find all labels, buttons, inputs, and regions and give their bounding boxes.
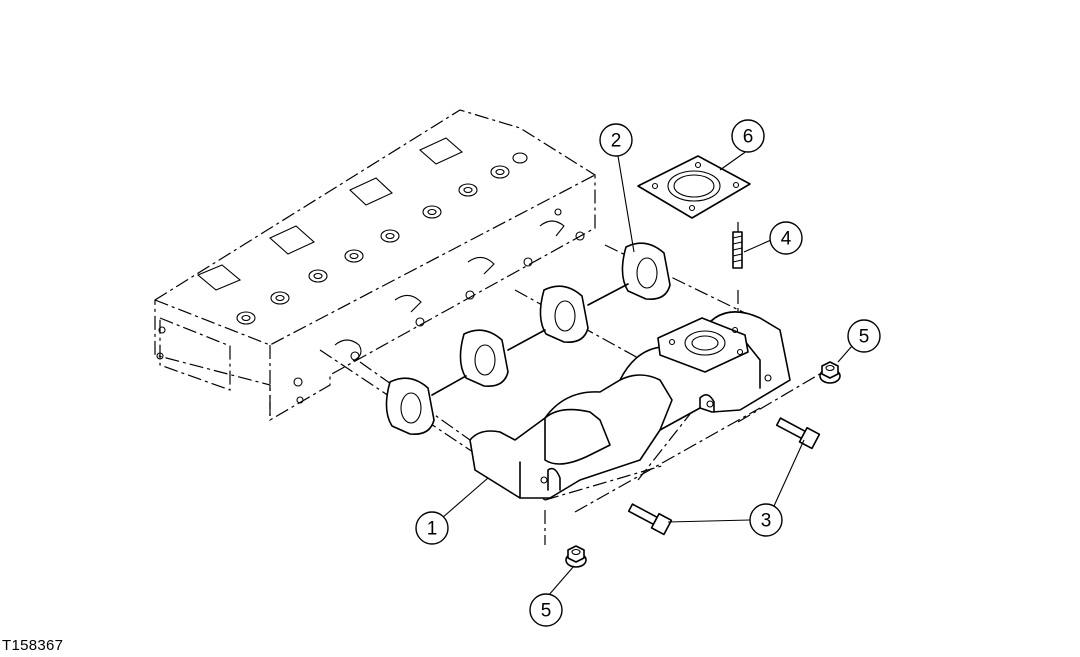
svg-text:6: 6 bbox=[743, 127, 754, 148]
svg-text:4: 4 bbox=[781, 229, 792, 250]
callout-6: 6 bbox=[731, 119, 765, 153]
callout-2: 2 bbox=[599, 123, 633, 157]
callout-1: 1 bbox=[415, 511, 449, 545]
svg-text:3: 3 bbox=[761, 511, 772, 532]
exhaust-gaskets bbox=[385, 242, 671, 436]
exhaust-manifold bbox=[469, 311, 791, 499]
callout-4: 4 bbox=[769, 221, 803, 255]
callout-5-right: 5 bbox=[847, 319, 881, 353]
figure-id: T158367 bbox=[2, 637, 64, 654]
callout-3: 3 bbox=[749, 503, 783, 537]
svg-text:5: 5 bbox=[859, 327, 870, 348]
svg-text:2: 2 bbox=[611, 131, 622, 152]
svg-text:5: 5 bbox=[541, 601, 552, 622]
callout-5-bottom: 5 bbox=[529, 593, 563, 627]
turbo-gasket bbox=[637, 155, 751, 219]
svg-text:1: 1 bbox=[427, 519, 438, 540]
cap-screws bbox=[627, 417, 821, 536]
stud bbox=[732, 231, 743, 269]
leader-lines bbox=[441, 147, 853, 597]
cylinder-head bbox=[154, 109, 596, 422]
flange-nuts bbox=[565, 361, 841, 568]
